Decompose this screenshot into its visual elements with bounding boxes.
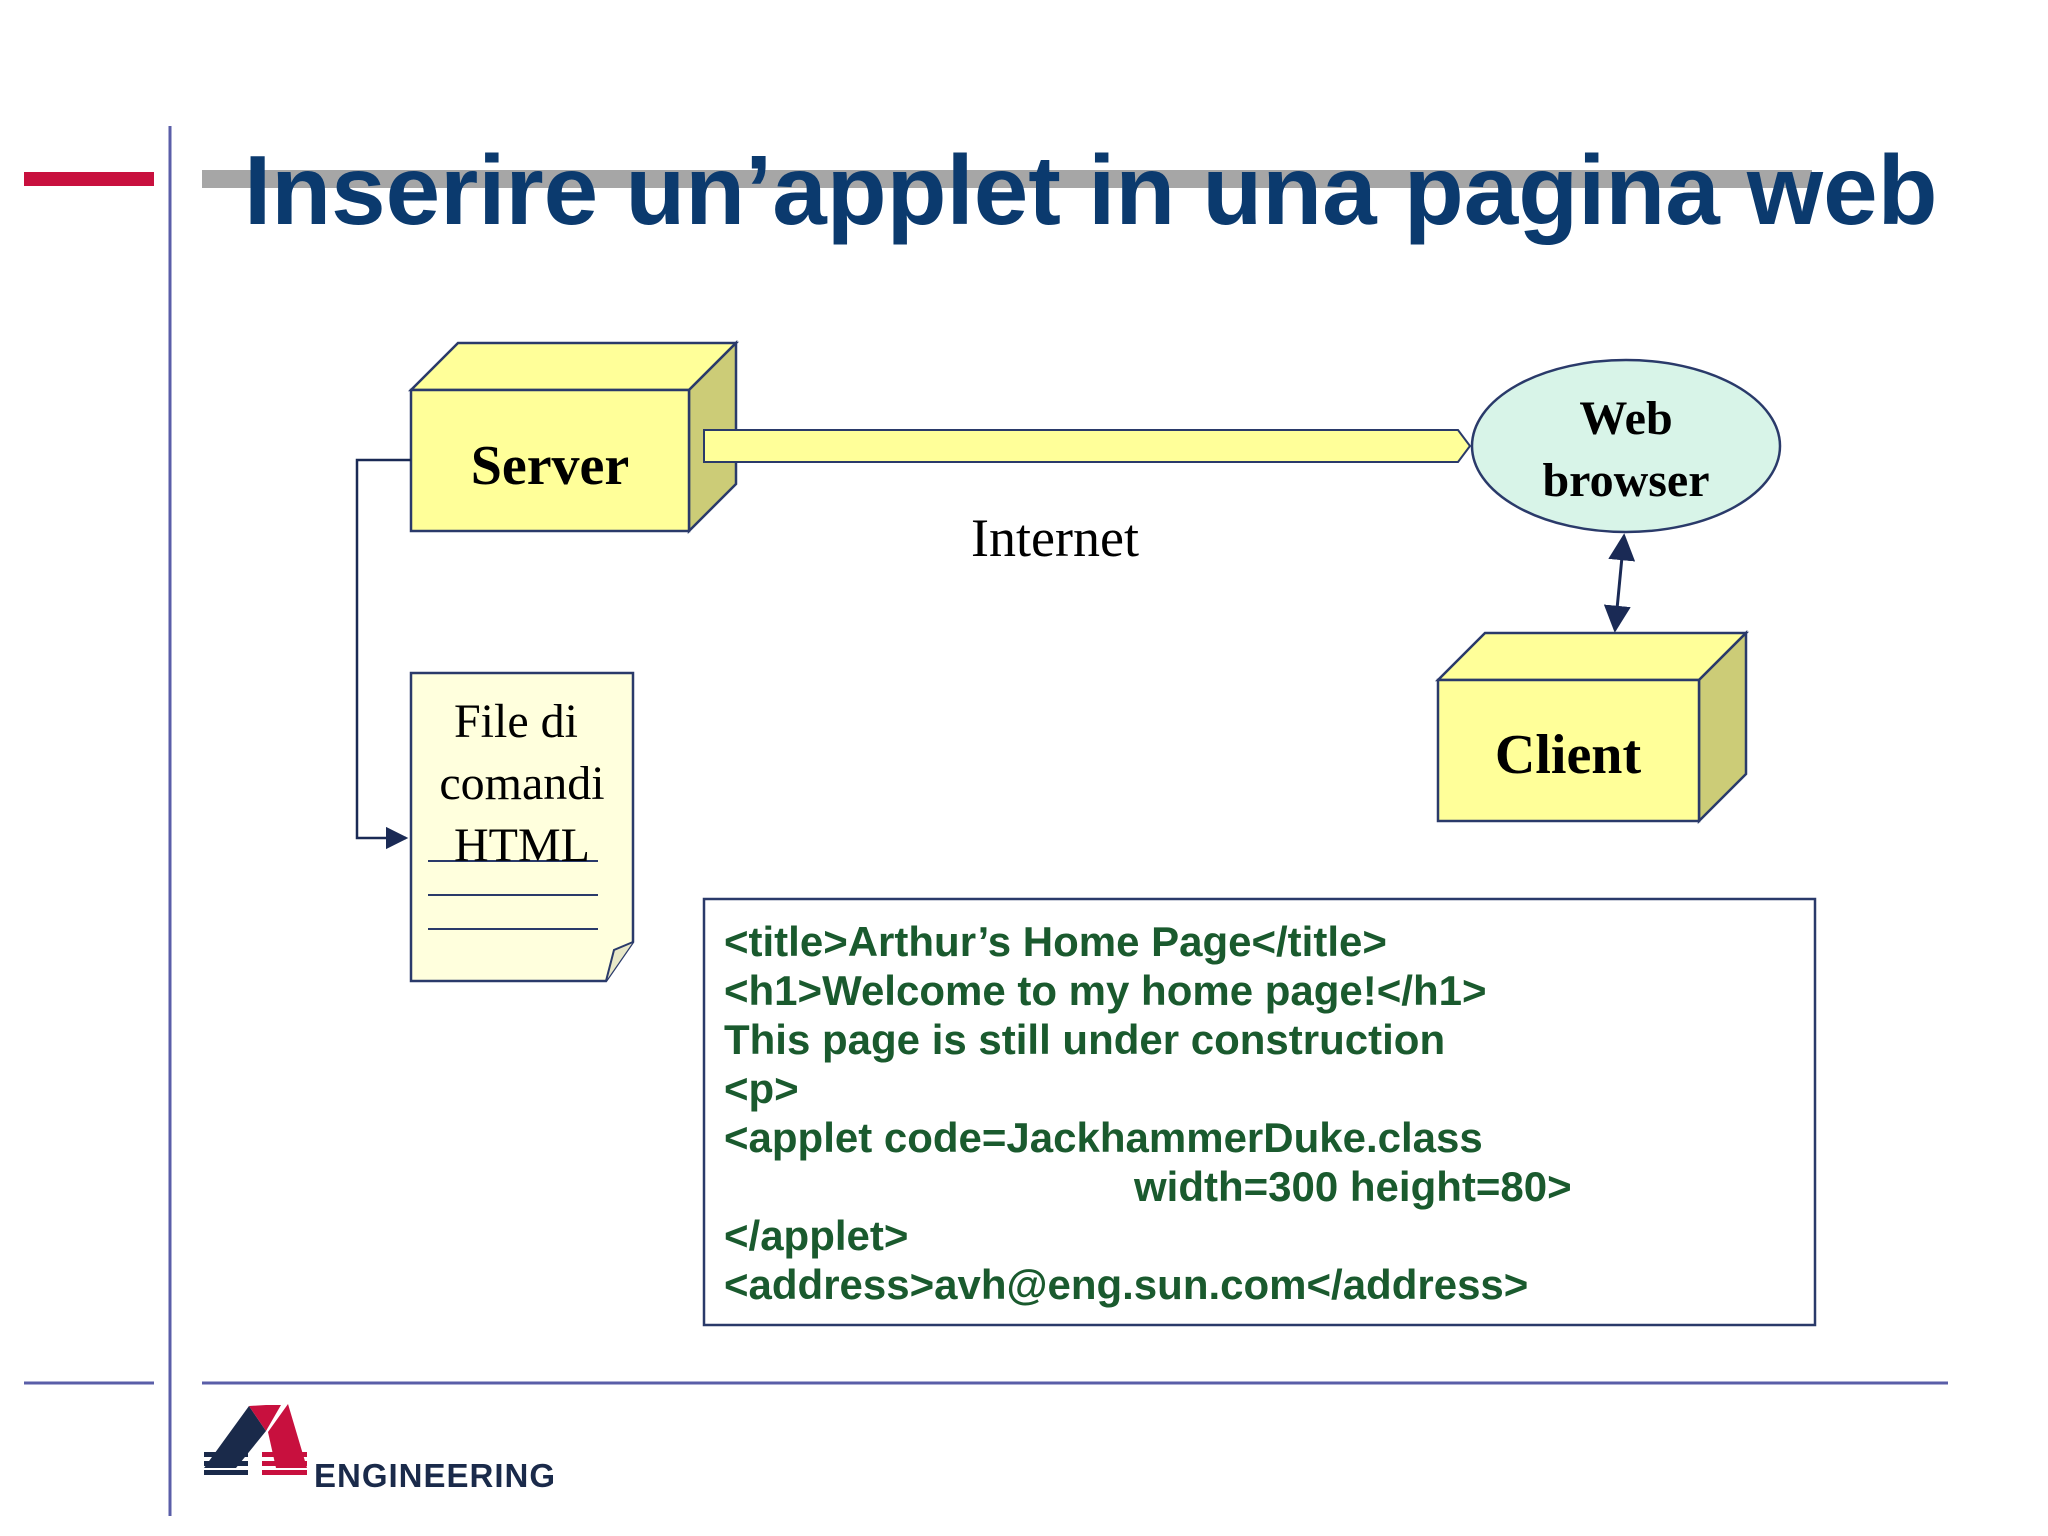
html-file-label-line3: HTML xyxy=(454,819,590,872)
engineering-logo-icon xyxy=(204,1404,307,1475)
code-line: This page is still under construction xyxy=(724,1016,1445,1063)
engineering-logo-text: ENGINEERING xyxy=(314,1457,556,1494)
internet-label: Internet xyxy=(971,508,1139,568)
client-label: Client xyxy=(1495,724,1642,786)
red-accent-bar xyxy=(24,172,154,186)
html-file-document xyxy=(409,671,635,983)
code-box xyxy=(702,897,1817,1327)
html-file-label-line1: File di xyxy=(454,695,578,748)
title-underline-bar xyxy=(202,170,1812,188)
server-file-connector xyxy=(355,458,411,850)
web-browser-label-line2: browser xyxy=(1542,454,1709,507)
slide-title: Inserire un’applet in una pagina web xyxy=(244,135,1938,245)
html-file-label-line2: comandi xyxy=(439,757,604,810)
client-box xyxy=(1434,629,1750,825)
server-label: Server xyxy=(471,435,630,497)
code-line: width=300 height=80> xyxy=(1133,1163,1572,1210)
internet-connection-pipe xyxy=(703,429,1472,463)
web-browser-label-line1: Web xyxy=(1579,392,1672,445)
code-line: <applet code=JackhammerDuke.class xyxy=(724,1114,1483,1161)
code-line: <address>avh@eng.sun.com</address> xyxy=(724,1261,1528,1308)
browser-client-arrow xyxy=(1603,533,1636,633)
code-line: <h1>Welcome to my home page!</h1> xyxy=(724,967,1486,1014)
web-browser-ellipse xyxy=(1470,358,1782,534)
code-line: <title>Arthur’s Home Page</title> xyxy=(724,918,1387,965)
code-line: </applet> xyxy=(724,1212,908,1259)
code-line: <p> xyxy=(724,1065,799,1112)
